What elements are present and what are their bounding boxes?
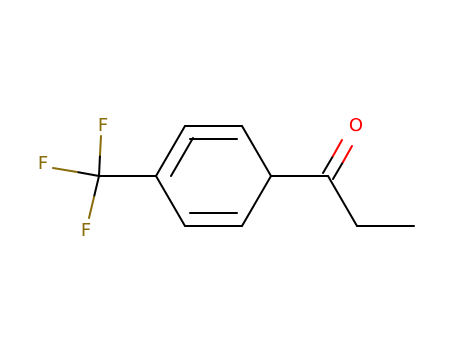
cf3-top-bond-dark bbox=[98, 154, 101, 177]
cf3-left-bond-dark bbox=[76, 171, 100, 177]
ring-bond-bottom-left bbox=[155, 175, 186, 227]
ring-bond-top-left bbox=[155, 125, 186, 177]
fluorine-left-label: F bbox=[38, 153, 48, 174]
oxygen-label: O bbox=[349, 115, 363, 136]
carbonyl-double-bond-a-red bbox=[332, 139, 343, 157]
carbonyl-double-bond-b-red bbox=[342, 145, 353, 163]
atom-label-layer: F F F O bbox=[38, 115, 363, 241]
fluorine-bottom-label: F bbox=[81, 220, 91, 241]
cf3-left-bond-colored bbox=[52, 167, 78, 173]
cf3-bottom-bond-dark bbox=[93, 175, 100, 198]
carbonyl-double-bond-b-dark bbox=[332, 161, 344, 180]
ring-bond-top-right bbox=[241, 125, 272, 177]
fluorine-top-label: F bbox=[98, 115, 108, 136]
carbonyl-double-bond-a-dark bbox=[322, 155, 334, 174]
bond-layer bbox=[52, 125, 415, 227]
ring-bond-left-inner bbox=[170, 137, 194, 177]
cf3-top-bond-colored bbox=[99, 135, 102, 156]
ring-bond-bottom-right bbox=[241, 175, 272, 227]
cf3-bottom-bond-colored bbox=[88, 196, 95, 219]
carbonyl-to-ch2-bond bbox=[327, 175, 358, 227]
